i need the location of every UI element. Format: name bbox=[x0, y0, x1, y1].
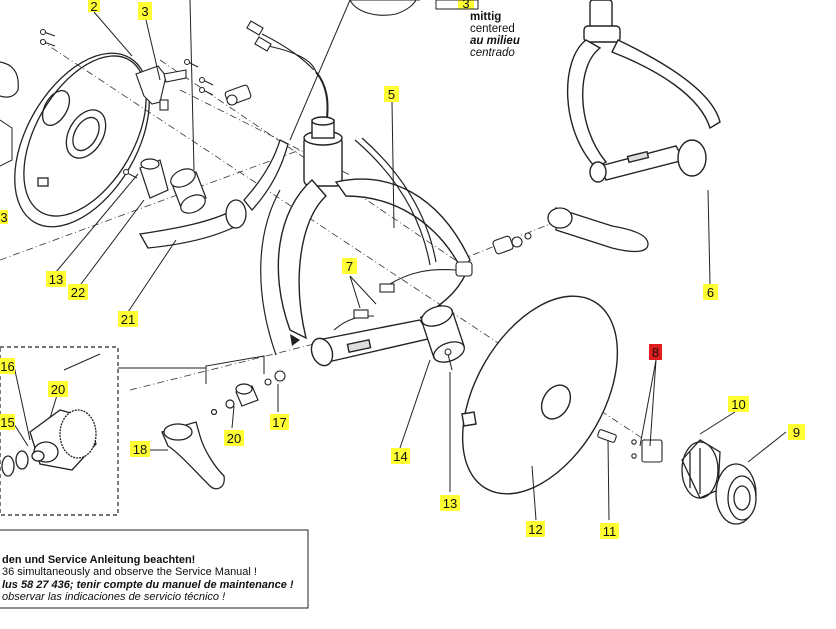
service-note: den und Service Anleitung beachten! 36 s… bbox=[0, 529, 309, 609]
service-note-box bbox=[0, 529, 309, 609]
callout-box-6 bbox=[703, 284, 718, 300]
callout-label-18: 18 bbox=[133, 442, 147, 457]
callout-labels: 2 3 3 5 6 7 8 9 10 11 12 13 13 14 15 16 17 18 20 20 21 22 3 bbox=[0, 0, 805, 539]
callout-box-21 bbox=[118, 311, 138, 327]
lever-handle-18 bbox=[161, 421, 225, 490]
service-note-line4: observar las indicaciones de servicio té… bbox=[2, 591, 225, 603]
callout-box-17 bbox=[270, 414, 289, 430]
legend-de: mittig bbox=[470, 11, 501, 23]
callout-box-3 bbox=[138, 2, 152, 20]
part-fragment-left bbox=[0, 61, 19, 98]
knob-cap-9 bbox=[715, 463, 757, 525]
callout-box-13 bbox=[440, 495, 460, 511]
round-cover-12 bbox=[461, 295, 619, 495]
callout-label-20: 20 bbox=[51, 382, 65, 397]
sleeve-part-22 bbox=[139, 158, 169, 199]
callout-box-22 bbox=[68, 284, 88, 300]
callout-box-12 bbox=[526, 521, 545, 537]
callout-label-15: 15 bbox=[0, 415, 14, 430]
callout-label-7: 7 bbox=[346, 259, 353, 274]
callout-box-8 bbox=[649, 344, 662, 360]
detail-valve-assembly bbox=[1, 409, 97, 477]
callout-box-20 bbox=[48, 381, 68, 397]
callout-label-21: 21 bbox=[121, 312, 135, 327]
mounting-bracket bbox=[135, 65, 187, 111]
callout-box-18 bbox=[130, 441, 150, 457]
callout-label-17: 17 bbox=[272, 415, 286, 430]
cover-plate-left bbox=[14, 52, 150, 228]
callout-box-7 bbox=[342, 258, 357, 274]
callout-box-3-legend bbox=[458, 0, 474, 9]
callout-box-2 bbox=[88, 0, 100, 12]
callout-label-13: 13 bbox=[443, 496, 457, 511]
bow-handle-edge-line bbox=[260, 189, 281, 356]
guide-rod-2 bbox=[361, 137, 437, 263]
leader-lines bbox=[13, 0, 787, 521]
callout-box-11 bbox=[600, 523, 619, 539]
right-connector-parts bbox=[455, 232, 532, 277]
fitting-17 bbox=[264, 370, 286, 386]
legend-es: centrado bbox=[470, 47, 515, 59]
part-fragment-left-2 bbox=[0, 119, 13, 167]
callout-box-10 bbox=[728, 396, 749, 412]
service-note-line1: den und Service Anleitung beachten! bbox=[2, 554, 195, 566]
guide-rod bbox=[354, 139, 431, 266]
spring-wire-7 bbox=[333, 269, 457, 331]
lever-handle-right bbox=[547, 207, 649, 253]
callout-box-5 bbox=[384, 86, 399, 102]
cable-with-connectors bbox=[246, 20, 329, 127]
thermo-cartridge-14 bbox=[421, 305, 465, 363]
small-parts-8-11 bbox=[597, 429, 663, 463]
callout-label-22: 22 bbox=[71, 285, 85, 300]
callout-label-3-legend: 3 bbox=[462, 0, 469, 11]
callout-label-8: 8 bbox=[652, 345, 659, 360]
screws-top-left bbox=[40, 29, 214, 179]
callout-label-11: 11 bbox=[603, 524, 617, 539]
centered-legend: mittig centered au milieu centrado bbox=[435, 0, 520, 59]
callout-label-3: 3 bbox=[0, 210, 7, 225]
callout-box-16 bbox=[0, 358, 15, 374]
callout-label-9: 9 bbox=[793, 425, 800, 440]
detail-circle-top bbox=[349, 0, 417, 16]
callout-box-9 bbox=[788, 424, 805, 440]
service-note-line2: 36 simultaneously and observe the Servic… bbox=[2, 566, 257, 578]
callout-box-15 bbox=[0, 414, 15, 430]
cylinder-sleeve bbox=[170, 168, 207, 214]
callout-label-2: 2 bbox=[90, 0, 97, 14]
screw-13 bbox=[444, 348, 453, 371]
callout-label-5: 5 bbox=[388, 87, 395, 102]
curved-arm-21 bbox=[138, 139, 289, 249]
callout-label-12: 12 bbox=[528, 522, 542, 537]
callout-label-6: 6 bbox=[707, 285, 714, 300]
legend-fr: au milieu bbox=[470, 35, 520, 47]
fitting-20 bbox=[210, 383, 259, 416]
callout-box-3 bbox=[0, 210, 8, 224]
callout-box-13 bbox=[46, 271, 66, 287]
callout-box-20 bbox=[224, 430, 244, 446]
callout-label-3: 3 bbox=[141, 4, 148, 19]
knob-part-10 bbox=[681, 439, 721, 499]
callout-label-10: 10 bbox=[731, 397, 745, 412]
callout-label-13: 13 bbox=[49, 272, 63, 287]
cartridge-connector bbox=[224, 84, 252, 106]
callout-label-16: 16 bbox=[0, 359, 14, 374]
service-note-line3: lus 58 27 436; tenir compte du manuel de… bbox=[2, 579, 294, 591]
bow-handle-main bbox=[277, 116, 471, 367]
callout-label-20: 20 bbox=[227, 431, 241, 446]
legend-callout-3 bbox=[435, 0, 479, 10]
direction-arrow bbox=[290, 334, 300, 346]
assembled-bow-6 bbox=[566, 0, 721, 183]
callout-box-14 bbox=[391, 448, 410, 464]
detail-box-dashed bbox=[0, 346, 119, 516]
callout-label-14: 14 bbox=[393, 449, 407, 464]
legend-en: centered bbox=[470, 23, 515, 35]
bracket-lines-20 bbox=[205, 355, 265, 384]
